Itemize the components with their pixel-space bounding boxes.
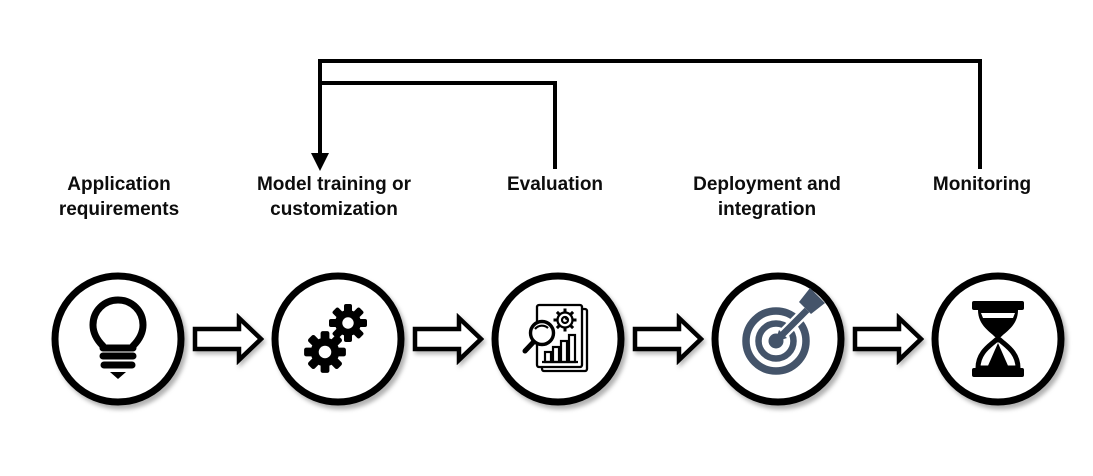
gears-icon	[271, 272, 405, 406]
lightbulb-icon	[51, 272, 185, 406]
analysis-report-icon	[491, 272, 625, 406]
magnifier	[522, 319, 556, 354]
flow-arrow-2	[412, 313, 484, 365]
stage-label-deployment: Deployment and integration	[693, 174, 841, 220]
report-gear	[553, 308, 577, 332]
stage-label-application-requirements: Application requirements	[58, 174, 180, 220]
stage-label-model-training: Model training or customization	[256, 174, 412, 220]
flow-arrow-3	[632, 313, 704, 365]
flow-arrow-4	[852, 313, 924, 365]
stage-label-monitoring: Monitoring	[932, 174, 1032, 195]
dart-tip	[775, 330, 787, 342]
bar-chart	[542, 333, 578, 364]
dart-fletching	[799, 288, 825, 314]
hourglass-icon	[931, 272, 1065, 406]
feedback-arrowhead-icon	[311, 153, 329, 171]
flow-arrow-1	[192, 313, 264, 365]
gear-bottom-left	[304, 331, 346, 373]
target-icon	[711, 272, 845, 406]
stage-label-evaluation: Evaluation	[506, 174, 604, 195]
feedback-line-monitoring-to-training	[318, 59, 982, 169]
feedback-line-evaluation-to-training	[318, 81, 557, 169]
